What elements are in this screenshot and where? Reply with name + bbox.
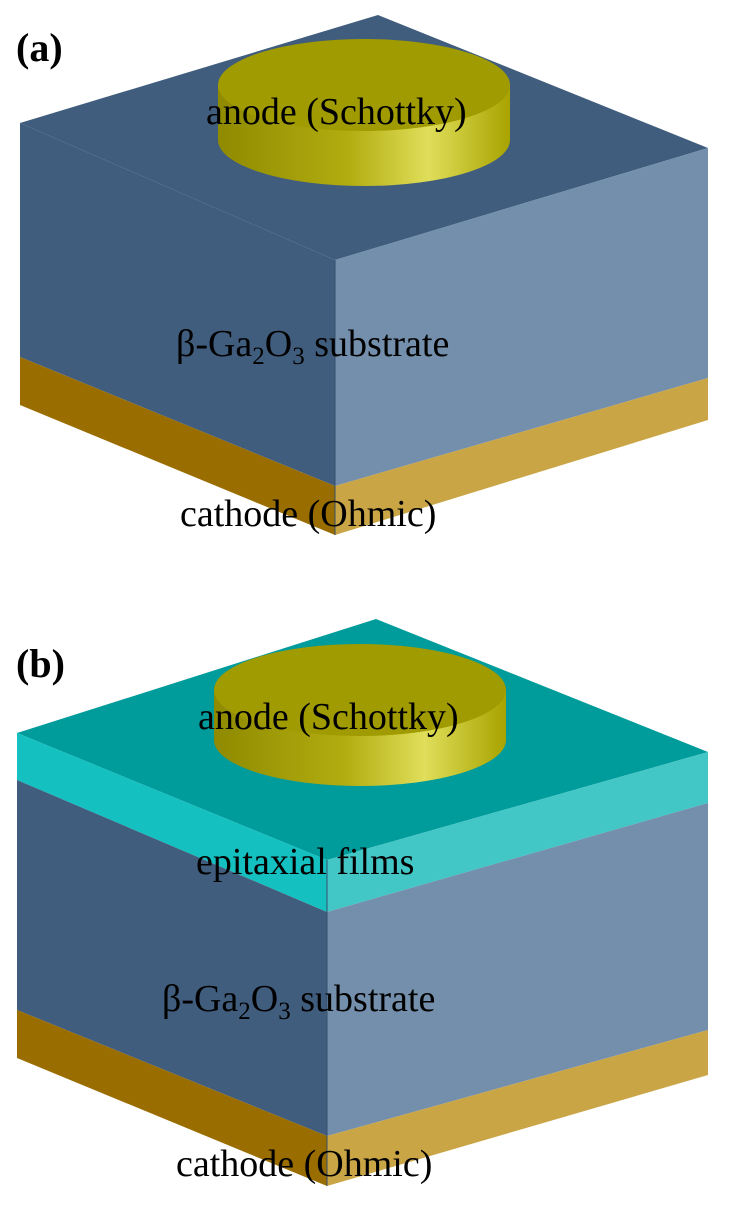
panel-b: (b) anode (Schottky) epitaxial films β-G… bbox=[16, 619, 708, 1186]
panel-a: (a) anode (Schottky) β-Ga2O3 substrate c… bbox=[16, 15, 708, 535]
anode-label-a: anode (Schottky) bbox=[206, 91, 467, 133]
substrate-side-face-b bbox=[327, 803, 708, 1136]
epi-front-face bbox=[17, 733, 327, 912]
anode-cylinder bbox=[218, 39, 510, 186]
substrate-front-face-b bbox=[17, 780, 327, 1136]
cathode-side-face-b bbox=[327, 1030, 708, 1186]
anode-cylinder-b bbox=[214, 644, 506, 786]
substrate-label-b: β-Ga2O3 substrate bbox=[162, 978, 435, 1025]
substrate-front-face bbox=[20, 123, 335, 486]
anode-top bbox=[218, 39, 510, 131]
cathode-front-face bbox=[20, 357, 335, 535]
epi-side-face bbox=[327, 752, 708, 912]
anode-top-b bbox=[214, 644, 506, 736]
anode-label-b: anode (Schottky) bbox=[198, 696, 459, 738]
panel-letter-a: (a) bbox=[16, 25, 63, 70]
cathode-label-b: cathode (Ohmic) bbox=[176, 1143, 432, 1185]
panel-letter-b: (b) bbox=[16, 641, 65, 686]
cathode-label-a: cathode (Ohmic) bbox=[180, 493, 436, 535]
epi-label-b: epitaxial films bbox=[196, 841, 414, 883]
substrate-label-a: β-Ga2O3 substrate bbox=[176, 323, 449, 370]
cathode-front-face-b bbox=[17, 1010, 327, 1186]
cathode-side-face bbox=[335, 378, 708, 535]
substrate-side-face bbox=[335, 148, 708, 486]
